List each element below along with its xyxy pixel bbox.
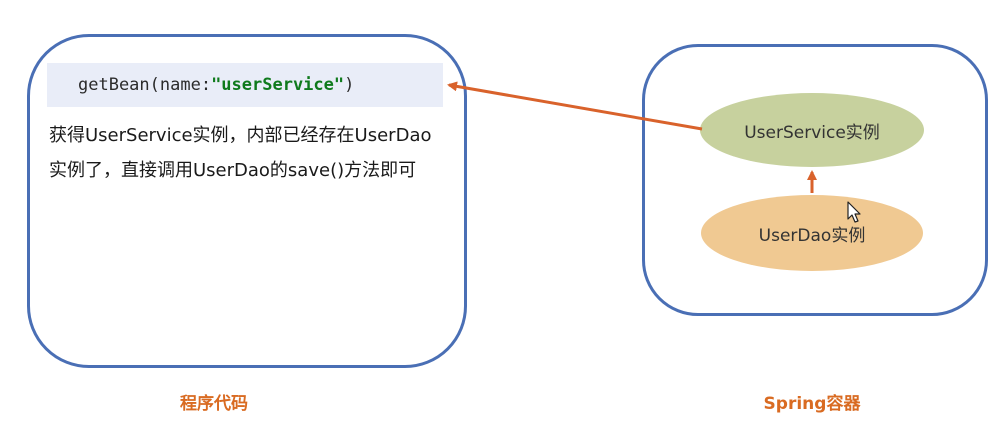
description-line-1: 获得UserService实例，内部已经存在UserDao (49, 125, 432, 146)
spring-container-box (642, 44, 988, 316)
spring-container-caption: Spring容器 (763, 394, 861, 414)
code-snippet: getBean(name:"userService") (47, 63, 443, 107)
code-call: getBean(name: (78, 75, 212, 95)
userdao-instance-label: UserDao实例 (758, 225, 866, 246)
description-line-2: 实例了，直接调用UserDao的save()方法即可 (49, 160, 417, 181)
code-string-argument: "userService" (211, 75, 345, 95)
userservice-instance-label: UserService实例 (744, 122, 880, 143)
userdao-instance-node: UserDao实例 (701, 195, 923, 271)
program-code-caption: 程序代码 (180, 394, 248, 414)
code-closing-paren: ) (344, 75, 355, 95)
userservice-instance-node: UserService实例 (700, 93, 924, 167)
